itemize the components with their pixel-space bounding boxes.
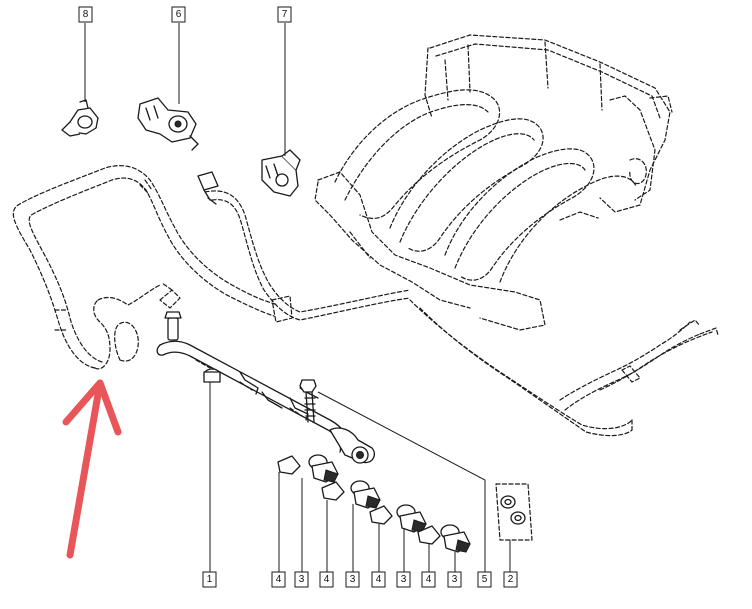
svg-text:4: 4 [324, 574, 330, 585]
svg-text:8: 8 [83, 9, 89, 20]
hose-clip-8 [61, 99, 99, 137]
callout-4: 4 [371, 571, 386, 588]
hose-connector [197, 171, 219, 205]
callout-3: 3 [447, 571, 462, 588]
injector-3 [308, 454, 339, 483]
callout-6: 6 [171, 6, 186, 23]
svg-text:7: 7 [282, 9, 288, 20]
svg-text:4: 4 [426, 574, 432, 585]
injector-3 [440, 524, 471, 553]
callout-4: 4 [421, 571, 436, 588]
intake-manifold [314, 34, 673, 331]
clip-4 [369, 505, 393, 525]
connector-7 [261, 149, 301, 197]
seal-kit [495, 483, 533, 541]
fuel-rail [156, 282, 376, 464]
fuel-hose-loop [12, 165, 279, 370]
return-hose-right [409, 299, 719, 437]
svg-text:3: 3 [299, 574, 305, 585]
leader-lines [84, 23, 511, 572]
callout-5: 5 [477, 571, 492, 588]
callout-8: 8 [78, 6, 93, 23]
svg-text:6: 6 [176, 9, 182, 20]
svg-text:3: 3 [452, 574, 458, 585]
connector-6 [137, 97, 199, 151]
callout-7: 7 [277, 6, 292, 23]
clip-4 [417, 525, 441, 545]
callout-1: 1 [202, 571, 217, 588]
red-annotation-arrow [62, 379, 122, 559]
clip-4 [321, 481, 345, 501]
callout-4: 4 [271, 571, 286, 588]
svg-text:3: 3 [350, 574, 356, 585]
injector-3 [350, 480, 381, 509]
svg-text:4: 4 [376, 574, 382, 585]
callout-2: 2 [503, 571, 518, 588]
callout-3: 3 [294, 571, 309, 588]
callout-3: 3 [345, 571, 360, 588]
svg-text:2: 2 [508, 574, 514, 585]
injector-3 [396, 504, 427, 533]
svg-text:3: 3 [401, 574, 407, 585]
callout-4: 4 [319, 571, 334, 588]
callout-3: 3 [396, 571, 411, 588]
mounting-bolt [299, 379, 317, 423]
clip-4 [277, 455, 301, 475]
svg-text:5: 5 [482, 574, 488, 585]
injector-row [277, 454, 471, 553]
svg-text:1: 1 [207, 574, 213, 585]
svg-text:4: 4 [276, 574, 282, 585]
fuel-hose-upper [139, 179, 411, 323]
